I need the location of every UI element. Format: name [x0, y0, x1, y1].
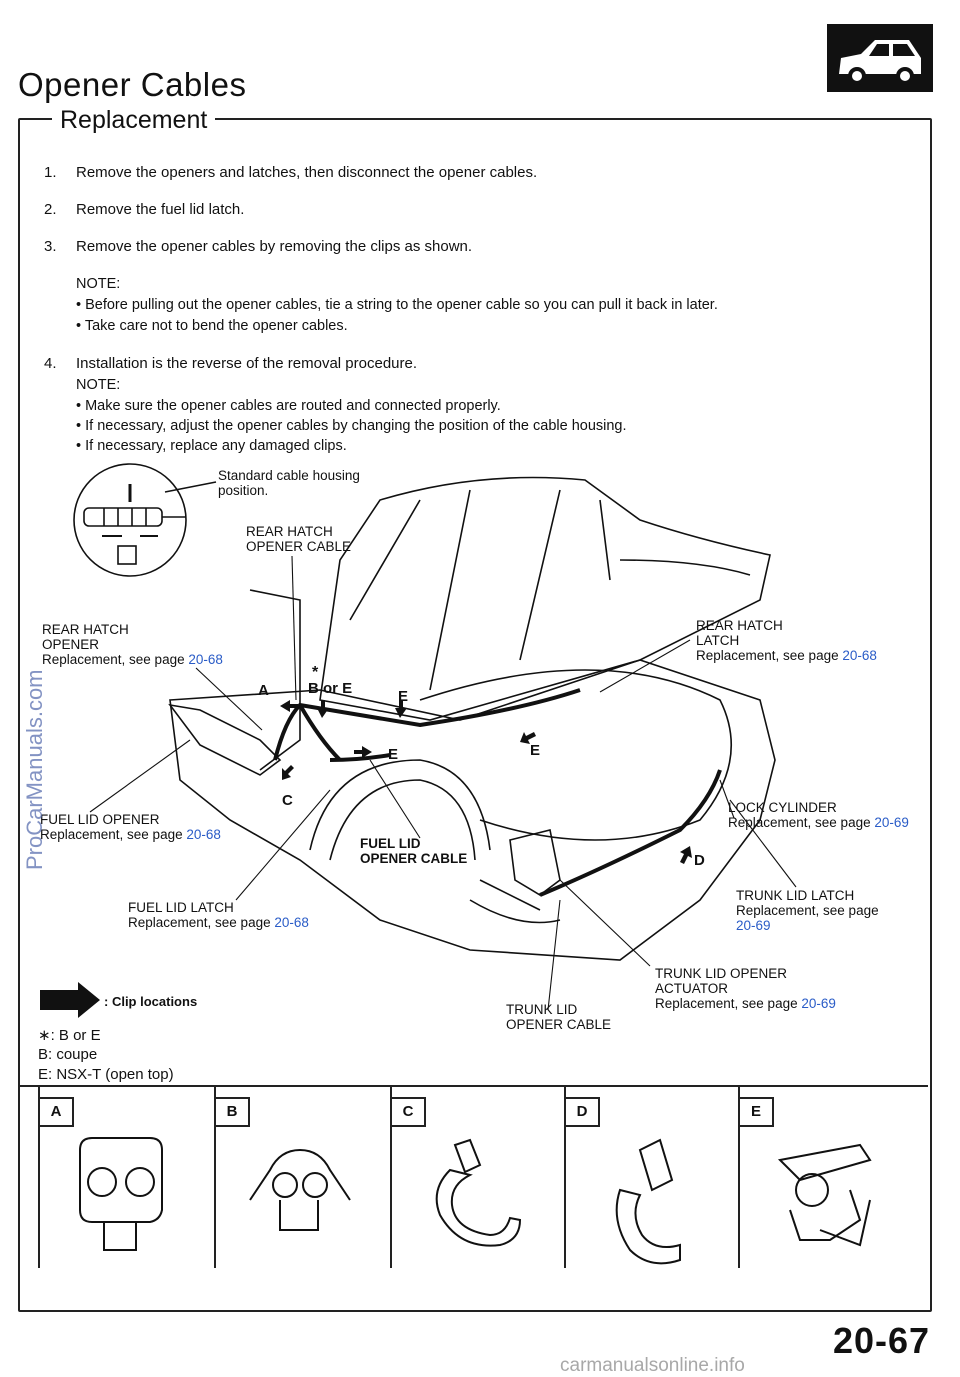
legend-line: B: coupe — [38, 1046, 98, 1063]
callout-e: E — [530, 742, 541, 759]
label-line: FUEL LID — [360, 836, 421, 851]
label-line: REAR HATCH — [696, 618, 783, 633]
step-number: 1. — [44, 164, 57, 181]
clip-letter-d: D — [566, 1097, 600, 1127]
page-ref-link[interactable]: 20-69 — [801, 996, 836, 1011]
label-line: OPENER CABLE — [506, 1017, 612, 1032]
label-line: OPENER — [42, 637, 100, 652]
trunk-lid-latch-label: TRUNK LID LATCH Replacement, see page 20… — [736, 888, 879, 933]
rear-hatch-latch-label: REAR HATCH LATCH Replacement, see page 2… — [696, 618, 877, 663]
label-line: LATCH — [696, 633, 740, 648]
clip-letter-e: E — [740, 1097, 774, 1127]
trunk-lid-opener-cable-label: TRUNK LID OPENER CABLE — [506, 1002, 611, 1032]
page-ref-link[interactable]: 20-68 — [274, 915, 309, 930]
label-line: FUEL LID OPENER — [40, 812, 160, 827]
step-number: 3. — [44, 238, 57, 255]
watermark-bottom: carmanualsonline.info — [560, 1355, 745, 1376]
label-line: TRUNK LID LATCH — [736, 888, 855, 903]
label-line: Replacement, see page — [655, 996, 802, 1011]
rear-hatch-opener-cable-label: REAR HATCH OPENER CABLE — [246, 524, 351, 554]
trunk-lid-opener-actuator-label: TRUNK LID OPENER ACTUATOR Replacement, s… — [655, 966, 836, 1011]
note-item: • Before pulling out the opener cables, … — [76, 297, 718, 313]
label-line: TRUNK LID — [506, 1002, 578, 1017]
label-line: Replacement, see page — [128, 915, 275, 930]
page-ref-link[interactable]: 20-68 — [842, 648, 877, 663]
page-ref-link[interactable]: 20-69 — [736, 918, 771, 933]
step-text: Remove the opener cables by removing the… — [76, 238, 473, 255]
label-line: OPENER CABLE — [360, 851, 468, 866]
lock-cylinder-label: LOCK CYLINDER Replacement, see page 20-6… — [728, 800, 909, 830]
note-label: NOTE: — [76, 377, 121, 393]
page-ref-link[interactable]: 20-68 — [188, 652, 223, 667]
callout-e: E — [398, 688, 409, 705]
clip-locations-legend: : Clip locations — [104, 994, 198, 1009]
note-item: • If necessary, replace any damaged clip… — [76, 438, 347, 454]
std-housing-label: Standard cable housing position. — [218, 468, 360, 498]
clip-letter-b: B — [216, 1097, 250, 1127]
note-label: NOTE: — [76, 276, 121, 292]
page-title: Opener Cables — [18, 66, 247, 103]
clip-letter-a: A — [40, 1097, 74, 1127]
car-icon — [827, 24, 933, 92]
step-number: 2. — [44, 201, 57, 218]
fuel-lid-opener-cable-label: FUEL LID OPENER CABLE — [360, 836, 467, 866]
label-line: Replacement, see page — [40, 827, 187, 842]
content-frame — [18, 118, 932, 1312]
step-text: Remove the fuel lid latch. — [76, 201, 245, 218]
label-line: REAR HATCH — [246, 524, 333, 539]
step-text: Remove the openers and latches, then dis… — [76, 164, 538, 181]
page-number: 20-67 — [833, 1320, 931, 1361]
label-line: ACTUATOR — [655, 981, 729, 996]
note-item: • Take care not to bend the opener cable… — [76, 318, 348, 334]
clip-column-a — [38, 1086, 40, 1268]
label-line: Replacement, see page — [696, 648, 843, 663]
watermark-left: ProCarManuals.com — [22, 570, 52, 870]
std-housing-line: Standard cable housing — [218, 468, 360, 483]
step-text: Installation is the reverse of the remov… — [76, 355, 418, 372]
label-line: REAR HATCH — [42, 622, 129, 637]
legend-line: ∗: B or E — [38, 1027, 101, 1044]
label-line: OPENER CABLE — [246, 539, 352, 554]
legend-line: E: NSX-T (open top) — [38, 1066, 174, 1083]
rear-hatch-opener-label: REAR HATCH OPENER Replacement, see page … — [42, 622, 223, 667]
clip-column-b — [214, 1086, 216, 1268]
callout-e: E — [388, 746, 399, 763]
note-item: • Make sure the opener cables are routed… — [76, 398, 501, 414]
watermark-text: ProCarManuals.com — [22, 669, 47, 870]
clip-column-d — [564, 1086, 566, 1268]
callout-b-or-e: B or E — [308, 680, 353, 697]
label-line: TRUNK LID OPENER — [655, 966, 788, 981]
fuel-lid-latch-label: FUEL LID LATCH Replacement, see page 20-… — [128, 900, 309, 930]
callout-c: C — [282, 792, 293, 809]
page-ref-link[interactable]: 20-68 — [186, 827, 221, 842]
clip-letter-c: C — [392, 1097, 426, 1127]
section-heading: Replacement — [52, 106, 216, 135]
label-line: Replacement, see page — [42, 652, 189, 667]
label-line: LOCK CYLINDER — [728, 800, 837, 815]
label-line: Replacement, see page — [728, 815, 875, 830]
label-line: Replacement, see page — [736, 903, 879, 918]
callout-d: D — [694, 852, 705, 869]
fuel-lid-opener-label: FUEL LID OPENER Replacement, see page 20… — [40, 812, 221, 842]
callout-a: A — [258, 682, 269, 699]
clip-column-c — [390, 1086, 392, 1268]
clip-column-e — [738, 1086, 740, 1268]
step-number: 4. — [44, 355, 57, 372]
note-item: • If necessary, adjust the opener cables… — [76, 418, 627, 434]
page-ref-link[interactable]: 20-69 — [874, 815, 909, 830]
label-line: FUEL LID LATCH — [128, 900, 234, 915]
std-housing-line: position. — [218, 483, 269, 498]
callout-star: * — [312, 664, 319, 681]
